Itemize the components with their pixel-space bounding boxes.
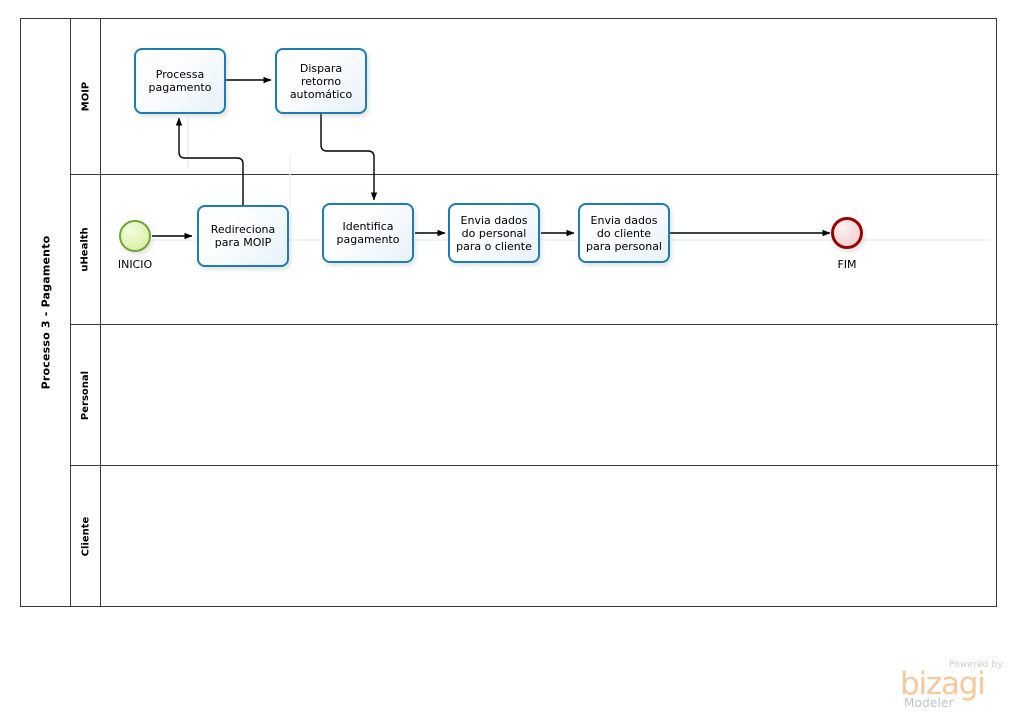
lane-body-moip <box>101 19 998 174</box>
lane-personal[interactable]: Personal <box>71 324 998 465</box>
lane-moip[interactable]: MOIP <box>71 19 998 174</box>
task-label-envia-dados-personal: Envia dados do personal para o cliente <box>456 213 532 253</box>
lane-label-uhealth: uHealth <box>80 227 92 272</box>
pool-header[interactable]: Processo 3 - Pagamento <box>21 19 71 606</box>
task-label-dispara-retorno: Dispara retorno automático <box>289 61 353 101</box>
lane-cliente[interactable]: Cliente <box>71 465 998 607</box>
task-envia-dados-cliente[interactable]: Envia dados do cliente para personal <box>578 203 670 263</box>
lane-body-cliente <box>101 466 998 607</box>
lane-body-personal <box>101 325 998 465</box>
lane-uhealth[interactable]: uHealth <box>71 174 998 324</box>
lane-header-personal[interactable]: Personal <box>71 325 101 465</box>
lane-label-cliente: Cliente <box>80 516 92 557</box>
bizagi-watermark: Powered by bizagi Modeler <box>900 660 1005 712</box>
task-label-redireciona-para-moip: Redireciona para MOIP <box>210 223 276 249</box>
task-dispara-retorno[interactable]: Dispara retorno automático <box>275 48 367 114</box>
pool-title: Processo 3 - Pagamento <box>39 235 52 390</box>
end-event-label: FIM <box>837 258 857 271</box>
lane-label-moip: MOIP <box>80 81 92 112</box>
watermark-brand: bizagi <box>900 666 986 702</box>
start-event-inicio[interactable] <box>119 220 151 252</box>
lane-header-moip[interactable]: MOIP <box>71 19 101 174</box>
task-redireciona-para-moip[interactable]: Redireciona para MOIP <box>197 205 289 267</box>
pool-processo-3-pagamento[interactable]: Processo 3 - Pagamento MOIP uHealth Pers… <box>20 18 998 607</box>
task-label-envia-dados-cliente: Envia dados do cliente para personal <box>586 213 662 253</box>
task-label-processa-pagamento: Processa pagamento <box>148 68 212 94</box>
start-event-label: INICIO <box>117 258 153 271</box>
watermark-product: Modeler <box>904 696 954 710</box>
task-label-identifica-pagamento: Identifica pagamento <box>336 220 400 246</box>
task-processa-pagamento[interactable]: Processa pagamento <box>134 48 226 114</box>
end-event-fim[interactable] <box>831 217 863 249</box>
lane-header-uhealth[interactable]: uHealth <box>71 175 101 324</box>
lane-label-personal: Personal <box>80 370 92 420</box>
task-identifica-pagamento[interactable]: Identifica pagamento <box>322 203 414 263</box>
task-envia-dados-personal[interactable]: Envia dados do personal para o cliente <box>448 203 540 263</box>
lane-header-cliente[interactable]: Cliente <box>71 466 101 607</box>
watermark-powered-by: Powered by <box>948 660 1003 670</box>
